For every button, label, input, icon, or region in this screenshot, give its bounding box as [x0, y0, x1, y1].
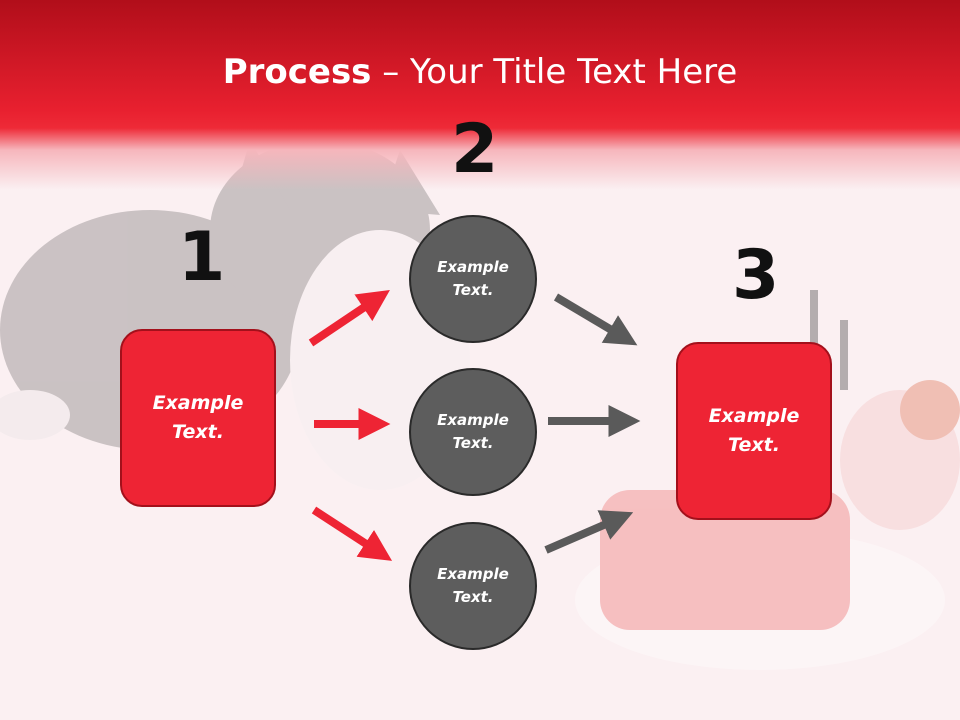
circle-middle-line2: Text.	[452, 434, 494, 452]
step-2-circle-bottom: Example Text.	[409, 522, 537, 650]
circle-middle-line1: Example	[437, 411, 509, 429]
circle-top-line1: Example	[437, 258, 509, 276]
step-1-line1: Example	[152, 392, 244, 414]
step-3-line1: Example	[708, 405, 800, 427]
step-1-line2: Text.	[172, 421, 224, 443]
arrow-1-to-top-icon	[308, 289, 390, 347]
arrow-1-to-bottom-icon	[311, 506, 393, 561]
cake-image	[575, 290, 960, 670]
step-3-line2: Text.	[728, 434, 780, 456]
step-3-box: Example Text.	[676, 342, 832, 520]
step-number-3: 3	[732, 236, 780, 315]
step-1-box: Example Text.	[120, 329, 276, 507]
title-bar	[0, 0, 960, 190]
slide-title: Process – Your Title Text Here	[0, 52, 960, 92]
step-2-circle-top: Example Text.	[409, 215, 537, 343]
step-2-circle-middle: Example Text.	[409, 368, 537, 496]
step-number-2: 2	[451, 110, 499, 189]
arrow-top-to-3-icon	[553, 293, 638, 346]
arrow-bottom-to-3-icon	[544, 510, 634, 554]
step-number-1: 1	[178, 218, 226, 297]
title-rest: – Your Title Text Here	[371, 52, 738, 92]
circle-bottom-line2: Text.	[452, 588, 494, 606]
title-bold: Process	[222, 52, 372, 92]
circle-top-line2: Text.	[452, 281, 494, 299]
circle-bottom-line1: Example	[437, 565, 509, 583]
